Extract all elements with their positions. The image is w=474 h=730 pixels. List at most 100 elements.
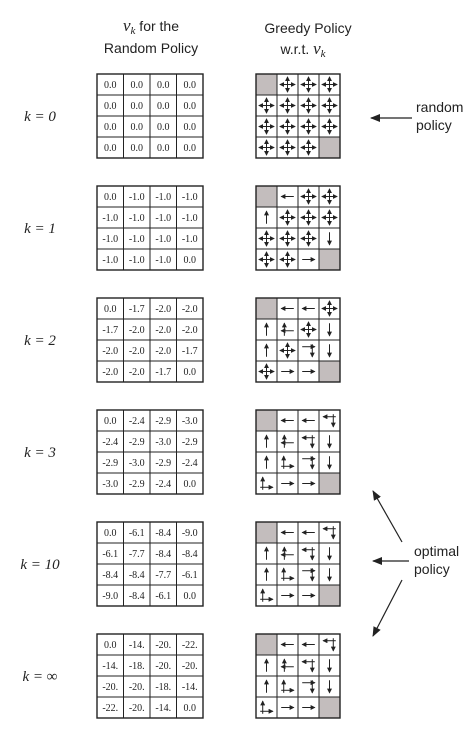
policy-arrows-icon (321, 209, 338, 226)
policy-arrows-icon (300, 76, 317, 93)
policy-arrows-icon (279, 230, 296, 247)
policy-arrows-icon (279, 139, 296, 156)
k-label: k = 3 (24, 445, 56, 461)
policy-arrows-icon (260, 588, 274, 602)
value-cell-text: -2.0 (129, 325, 145, 336)
optimal-pointer-arrow-k3 (372, 490, 403, 543)
value-cell-text: 0.0 (184, 367, 197, 378)
policy-grid-border (255, 73, 341, 159)
value-cell-text: 0.0 (184, 122, 197, 133)
value-cell-text: 0.0 (104, 192, 117, 203)
value-cell-text: -1.0 (155, 213, 171, 224)
value-cell-text: -2.9 (102, 458, 118, 469)
policy-cell (255, 584, 278, 607)
terminal-cell (255, 633, 278, 656)
policy-cell (297, 451, 320, 474)
policy-title-line1: Greedy Policy (264, 20, 351, 36)
policy-arrows-icon (301, 547, 315, 561)
value-cell-text: 0.0 (184, 143, 197, 154)
value-cell-text: -14. (182, 682, 198, 693)
value-cell-text: -2.0 (129, 346, 145, 357)
row-2: k = 20.0-1.7-2.0-2.0-1.7-2.0-2.0-2.0-2.0… (24, 297, 341, 383)
policy-arrows-icon (280, 434, 294, 448)
value-cell-text: -8.4 (102, 570, 118, 581)
policy-arrows-icon (258, 363, 275, 380)
optimal-policy-label-line1: optimal (414, 543, 459, 559)
row-3: k = 30.0-2.4-2.9-3.0-2.4-2.9-3.0-2.9-2.9… (24, 409, 341, 495)
policy-arrows-icon (281, 567, 295, 581)
policy-cell (318, 521, 341, 544)
value-cell-text: -1.7 (155, 367, 171, 378)
value-cell-text: -8.4 (129, 591, 145, 602)
value-cell-text: -1.0 (182, 213, 198, 224)
policy-arrows-icon (258, 118, 275, 135)
optimal-pointer-arrow-kinf (372, 579, 403, 637)
policy-grid-border (255, 297, 341, 383)
value-cell-text: -8.4 (155, 549, 171, 560)
policy-arrows-icon (302, 680, 316, 694)
value-cell-text: -14. (155, 703, 171, 714)
value-cell-text: -2.4 (182, 458, 198, 469)
value-cell-text: 0.0 (131, 101, 144, 112)
value-cell-text: -22. (182, 640, 198, 651)
value-cell-text: -1.0 (129, 192, 145, 203)
value-cell-text: -2.0 (102, 346, 118, 357)
policy-grid (255, 633, 341, 719)
value-cell-text: 0.0 (184, 101, 197, 112)
value-cell-text: -1.7 (182, 346, 198, 357)
terminal-cell (255, 73, 278, 96)
policy-title-sub: k (321, 48, 327, 60)
value-cell-text: -3.0 (182, 416, 198, 427)
value-cell-text: -1.0 (102, 234, 118, 245)
policy-arrows-icon (258, 97, 275, 114)
value-cell-text: -14. (129, 640, 145, 651)
policy-grid (255, 521, 341, 607)
policy-arrows-icon (302, 568, 316, 582)
policy-arrows-icon (321, 76, 338, 93)
policy-arrows-icon (300, 97, 317, 114)
policy-arrows-icon (300, 139, 317, 156)
value-cell-text: -1.0 (102, 255, 118, 266)
value-cell-text: -1.0 (155, 192, 171, 203)
value-cell-text: -6.1 (182, 570, 198, 581)
policy-arrows-icon (322, 526, 336, 540)
value-grid-border (96, 409, 204, 495)
policy-cell (297, 675, 320, 698)
value-cell-text: 0.0 (131, 122, 144, 133)
terminal-cell (318, 584, 341, 607)
value-cell-text: -7.7 (129, 549, 145, 560)
k-label: k = ∞ (23, 669, 58, 685)
value-cell-text: -2.0 (155, 304, 171, 315)
value-cell-text: 0.0 (104, 640, 117, 651)
policy-arrows-icon (258, 139, 275, 156)
svg-text:w.r.t. vk: w.r.t. vk (279, 39, 326, 60)
value-cell-text: -1.7 (129, 304, 145, 315)
value-cell-text: -8.4 (129, 570, 145, 581)
policy-cell (318, 633, 341, 656)
policy-arrows-icon (300, 118, 317, 135)
value-cell-text: 0.0 (184, 80, 197, 91)
policy-arrows-icon (258, 230, 275, 247)
policy-arrows-icon (260, 700, 274, 714)
policy-arrows-icon (321, 118, 338, 135)
values-title-sub: k (131, 25, 137, 37)
random-policy-annotation: random policy (370, 99, 463, 133)
policy-cell (276, 654, 299, 677)
value-cell-text: -14. (102, 661, 118, 672)
policy-column-header: Greedy Policy w.r.t. vk (264, 20, 351, 60)
value-cell-text: -2.4 (102, 437, 118, 448)
optimal-policy-label-line2: policy (414, 561, 450, 577)
policy-arrows-icon (301, 659, 315, 673)
value-cell-text: -2.9 (155, 416, 171, 427)
policy-grid-border (255, 185, 341, 271)
policy-arrows-icon (301, 435, 315, 449)
terminal-cell (318, 136, 341, 159)
value-cell-text: -1.0 (129, 213, 145, 224)
value-cell-text: -20. (155, 640, 171, 651)
value-cell-text: -1.0 (182, 234, 198, 245)
k-label: k = 10 (20, 557, 60, 573)
svg-text:vk for the: vk for the (123, 16, 179, 37)
value-cell-text: -2.4 (129, 416, 145, 427)
